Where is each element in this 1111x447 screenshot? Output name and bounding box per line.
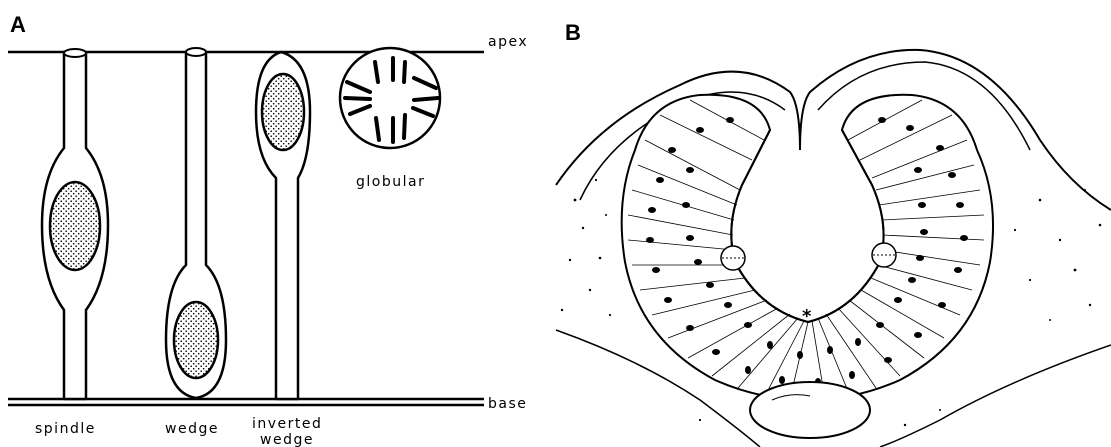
globular-label: globular [356, 174, 425, 190]
wedge-cell [166, 48, 226, 398]
base-label: base [488, 396, 527, 412]
apex-label: apex [488, 34, 528, 50]
inverted-wedge-cell [256, 52, 310, 399]
spindle-label: spindle [35, 421, 96, 437]
wedge-nucleus [174, 302, 218, 378]
panel-b-letter: B [565, 20, 581, 45]
inverted-wedge-nucleus [262, 74, 304, 150]
panel-a: A apex base spindle wedge inverted wedge [8, 12, 528, 447]
mitotic-cell-right [872, 243, 896, 267]
spindle-nucleus [50, 182, 100, 270]
inverted-wedge-label-line1: inverted [252, 416, 322, 432]
panel-a-letter: A [10, 12, 26, 37]
globular-cell [340, 48, 440, 148]
wedge-label: wedge [165, 421, 219, 437]
midline-marker: * [802, 306, 812, 327]
inverted-wedge-label-line2: wedge [260, 432, 314, 447]
neural-plate [622, 95, 993, 400]
spindle-cell [42, 49, 108, 399]
mitotic-cell-left [721, 246, 745, 270]
panel-b: B [556, 20, 1111, 447]
notochord [750, 382, 870, 438]
